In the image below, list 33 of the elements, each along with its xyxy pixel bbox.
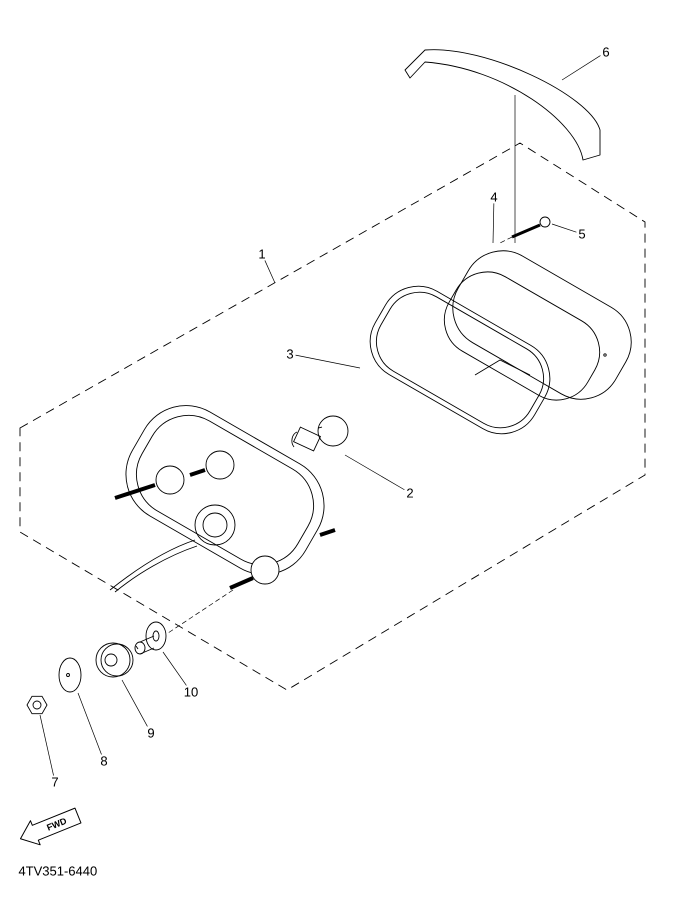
assembly-line [514,94,516,244]
cover-strip-drawing [404,49,600,160]
grommet-drawing [96,642,134,678]
assembly-line [168,590,234,634]
callout-number: 2 [407,488,413,498]
leader-line [552,224,577,232]
callout-number: 9 [148,728,154,738]
leader-line [264,260,276,284]
callout-number: 10 [184,687,198,697]
callout-number: 5 [578,229,586,239]
callout-number: 4 [490,192,498,202]
taillight-base-drawing [110,405,336,592]
leader-line [344,454,405,490]
lens-drawing [444,250,632,400]
leader-line [562,55,601,80]
washer-drawing [58,658,82,692]
callout-number: 8 [100,756,108,766]
bulb-drawing [291,416,348,452]
assembly-line [500,236,512,244]
collar-drawing [134,622,166,654]
leader-line [162,652,187,686]
callout-number: 6 [603,47,610,57]
leader-line [122,680,148,727]
screw-drawing [511,216,550,238]
callout-number: 3 [286,349,294,359]
leader-line [492,203,494,244]
callout-number: 7 [52,778,58,786]
leader-line [295,354,360,368]
gasket-drawing [370,286,550,434]
leader-line [40,714,54,776]
part-number: 4TV351-6440 [18,866,97,876]
leader-line [78,692,102,755]
callout-number: 1 [259,250,265,258]
